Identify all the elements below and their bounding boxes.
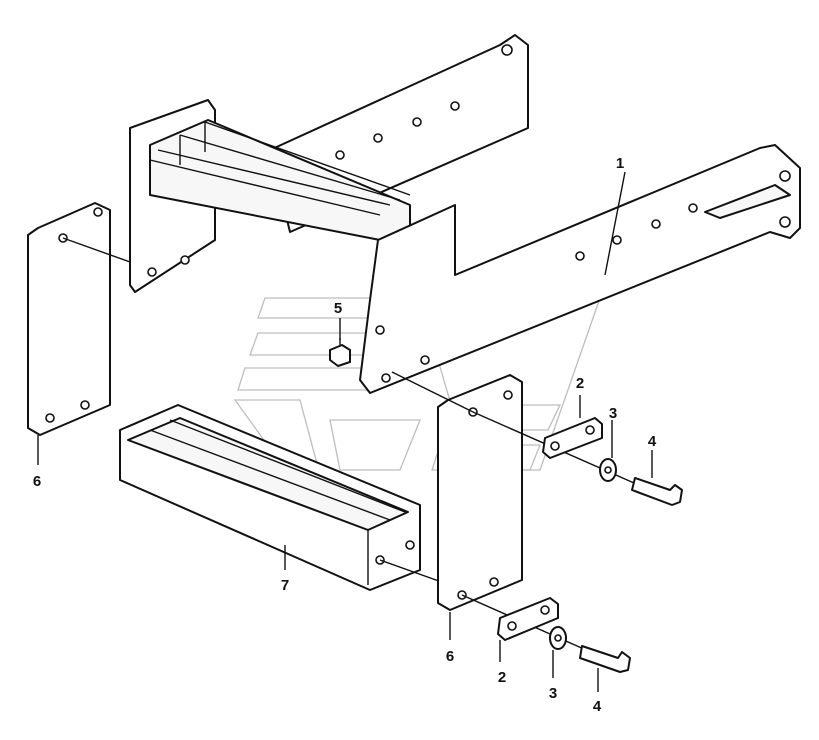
- callout-3-upper: 3: [609, 405, 617, 422]
- callout-7: 7: [281, 577, 289, 594]
- callout-1: 1: [616, 155, 624, 172]
- callout-4-lower: 4: [593, 698, 602, 715]
- spacer-plate-left: [27, 202, 131, 465]
- lower-fastener-set: [461, 594, 631, 692]
- callout-6-left: 6: [33, 473, 41, 490]
- main-step-bracket: [129, 34, 801, 394]
- callout-5: 5: [334, 300, 342, 317]
- callout-6-right: 6: [446, 648, 454, 665]
- leader-lines: [339, 171, 626, 340]
- callout-3-lower: 3: [549, 685, 557, 702]
- spacer-plate-right: [391, 371, 523, 640]
- lower-step: [119, 404, 451, 591]
- upper-fastener-set: [472, 395, 683, 506]
- callout-2-upper: 2: [576, 375, 584, 392]
- callout-4-upper: 4: [648, 433, 657, 450]
- callout-2-lower: 2: [498, 669, 506, 686]
- nut: [329, 338, 351, 367]
